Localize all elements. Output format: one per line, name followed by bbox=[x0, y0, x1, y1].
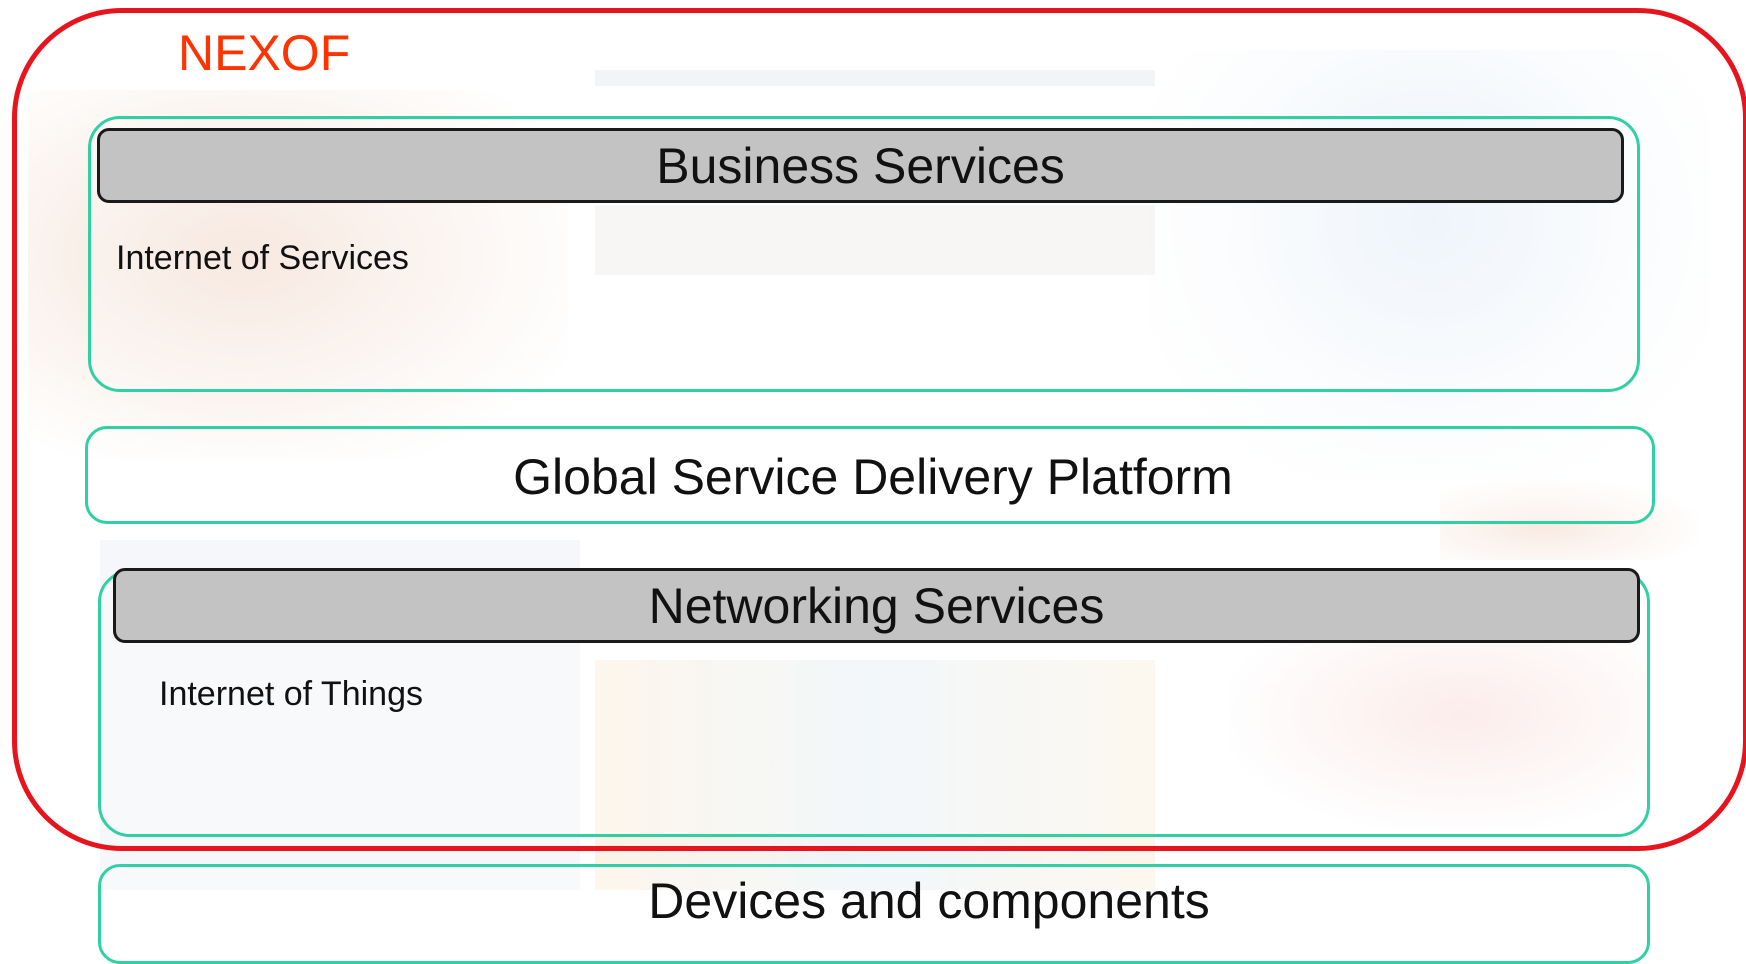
networking-services-header: Networking Services bbox=[113, 568, 1640, 643]
nexof-boundary bbox=[12, 8, 1746, 851]
global-service-delivery-platform-layer bbox=[85, 426, 1655, 524]
nexof-title: NEXOF bbox=[178, 25, 351, 81]
internet-of-things-label: Internet of Things bbox=[159, 675, 423, 713]
internet-of-services-label: Internet of Services bbox=[116, 239, 409, 277]
devices-and-components-title: Devices and components bbox=[648, 873, 1210, 929]
global-service-delivery-platform-title: Global Service Delivery Platform bbox=[513, 449, 1233, 505]
business-services-header: Business Services bbox=[97, 128, 1624, 203]
